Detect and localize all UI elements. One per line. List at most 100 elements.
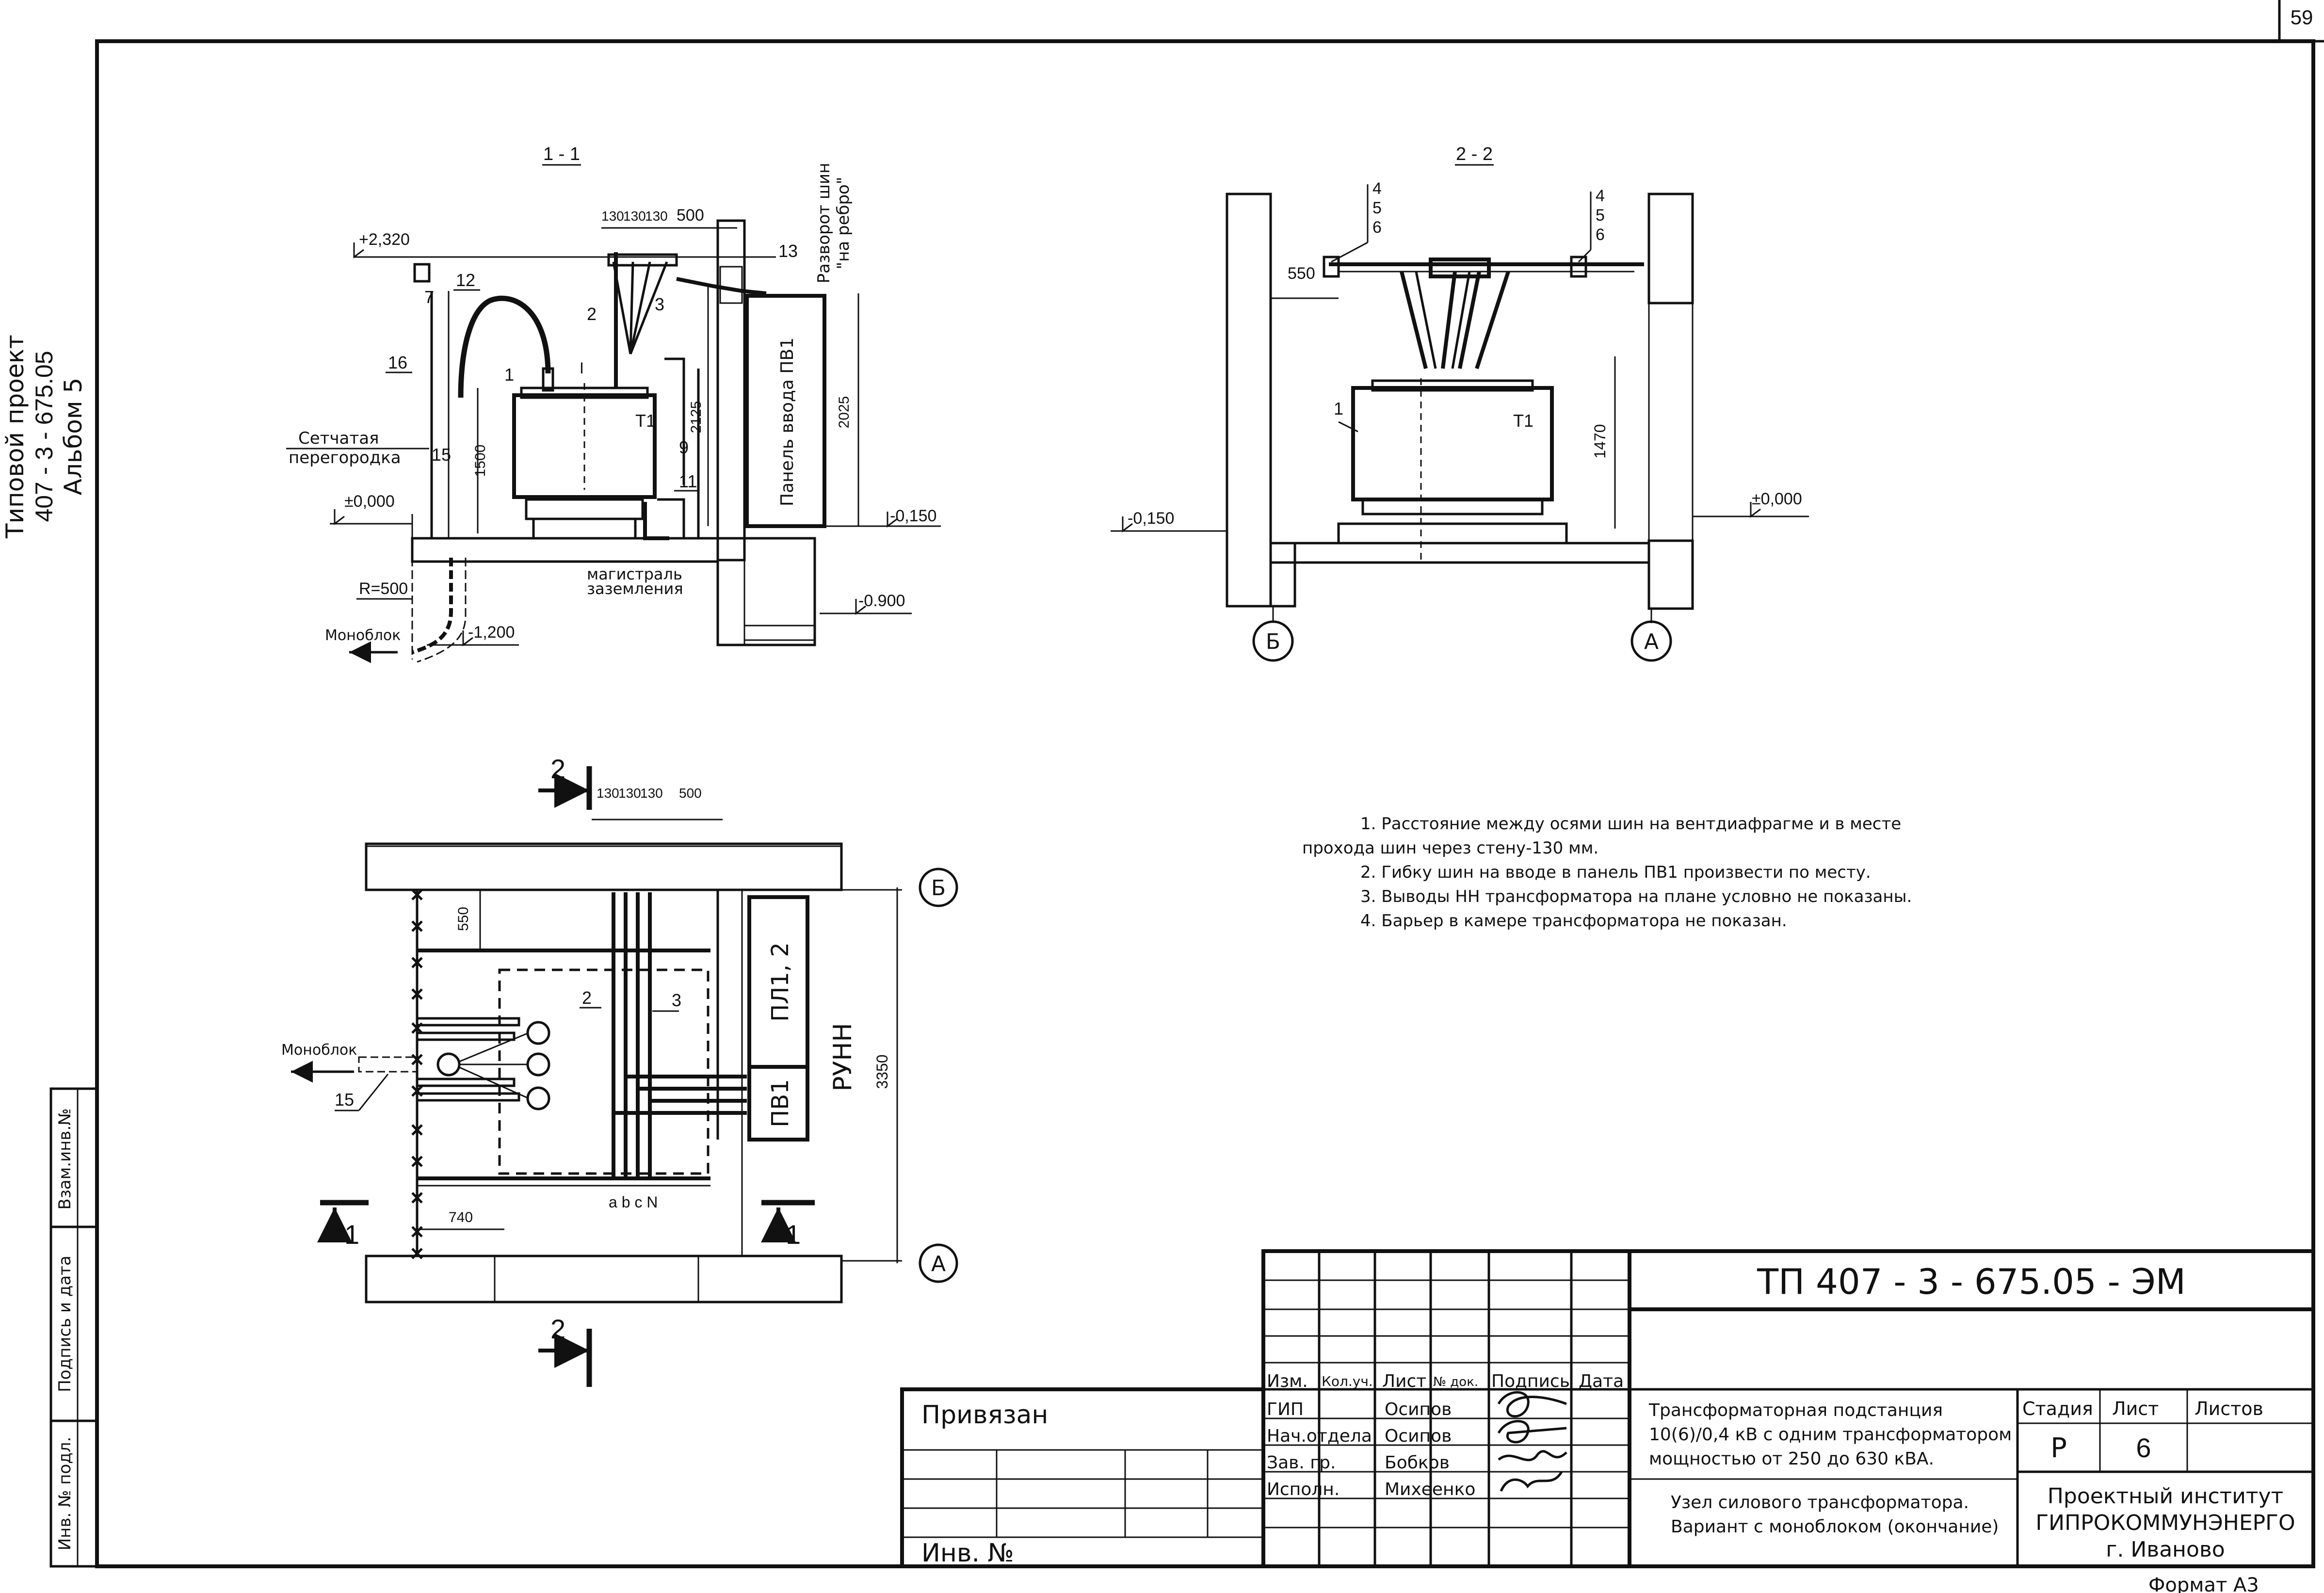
mesh-cross-mark xyxy=(411,920,423,932)
plan-dim-130-a: 130 xyxy=(597,786,619,801)
section-2-2-title: 2 - 2 xyxy=(1456,144,1493,164)
col-izm: Изм. xyxy=(1267,1371,1308,1391)
spine-box-inv: Инв. № подл. xyxy=(55,1437,75,1551)
name-0: Осипов xyxy=(1385,1400,1452,1419)
callout-4-left: 4 xyxy=(1372,179,1382,198)
elev-zero-2: ±0,000 xyxy=(1752,490,1802,508)
transformer-t1-label-2: T1 xyxy=(1513,411,1533,431)
elev-m1200: -1,200 xyxy=(468,623,515,642)
org-line-1: Проектный институт xyxy=(2048,1484,2283,1509)
spine-box-sign: Подпись и дата xyxy=(55,1255,75,1392)
mesh-cross-mark xyxy=(411,957,423,968)
callout-3-plan: 3 xyxy=(672,990,681,1010)
busbar-turn-2: "на ребро" xyxy=(834,177,853,269)
mesh-cross-mark xyxy=(411,988,423,1000)
role-2: Зав. гр. xyxy=(1267,1453,1336,1473)
callout-5-left: 5 xyxy=(1372,199,1382,217)
doc-code: ТП 407 - 3 - 675.05 - ЭМ xyxy=(1757,1261,2186,1302)
dim-3350: 3350 xyxy=(873,1054,891,1089)
mesh-cross-mark xyxy=(411,1192,423,1204)
plan-axis-b-bubble xyxy=(919,868,958,907)
callouts-left-456: 4 5 6 xyxy=(1331,179,1382,263)
role-3: Исполн. xyxy=(1267,1480,1340,1499)
mesh-crosses xyxy=(411,889,423,1259)
callout-6-left: 6 xyxy=(1372,218,1382,237)
spine-project: Типовой проект xyxy=(1,335,29,539)
busbar-turn-1: Разворот шин xyxy=(814,163,834,284)
name-3: Михеенко xyxy=(1385,1480,1475,1499)
col-koluch: Кол.уч. xyxy=(1322,1373,1373,1389)
axis-a-label-s2: А xyxy=(1644,629,1659,654)
callout-5-right: 5 xyxy=(1596,206,1605,225)
mesh-label-1: Сетчатая xyxy=(298,429,379,448)
spine: Типовой проект 407 - 3 - 675.05 Альбом 5… xyxy=(1,335,98,1568)
callout-1: 1 xyxy=(504,365,514,385)
monoblock-label-2: Моноблок xyxy=(281,1042,357,1059)
axis-b-label-plan: Б xyxy=(931,876,946,901)
elev-m0150-2: -0,150 xyxy=(1128,509,1174,528)
mesh-cross-mark xyxy=(411,889,423,901)
page-number: 59 xyxy=(2291,6,2313,29)
callout-2-plan: 2 xyxy=(582,988,592,1008)
monoblock-label-1: Моноблок xyxy=(325,627,401,644)
cut-1-right: 1 xyxy=(786,1219,801,1250)
plan-dim-500: 500 xyxy=(679,786,702,801)
plan-dim-130-c: 130 xyxy=(640,786,663,801)
axis-b-label-s2: Б xyxy=(1266,629,1280,654)
mesh-cross-mark xyxy=(411,1156,423,1167)
role-1: Нач.отдела xyxy=(1267,1426,1372,1446)
spine-box-replace: Взам.инв.№ xyxy=(55,1108,75,1209)
role-0: ГИП xyxy=(1267,1400,1304,1419)
mesh-label-2: перегородка xyxy=(289,448,401,467)
dim-130-b: 130 xyxy=(623,209,646,224)
elev-zero-1: ±0,000 xyxy=(344,492,395,511)
sheets-label: Листов xyxy=(2195,1398,2263,1419)
format-label: Формат А3 xyxy=(2148,1574,2259,1593)
spine-album: Альбом 5 xyxy=(59,378,87,495)
dim-130-c: 130 xyxy=(645,209,668,224)
callout-13: 13 xyxy=(778,241,798,261)
callout-16: 16 xyxy=(388,353,407,372)
elev-m0150-1: -0,150 xyxy=(890,507,936,525)
mesh-cross-mark xyxy=(411,1248,423,1259)
cut-1-left: 1 xyxy=(344,1219,359,1250)
section-1-1-title: 1 - 1 xyxy=(543,144,580,164)
cut-2-top: 2 xyxy=(550,754,565,784)
note-4: 4. Барьер в камере трансформатора не пок… xyxy=(1360,911,1787,931)
mesh-cross-mark xyxy=(411,1124,423,1136)
bound-label: Привязан xyxy=(921,1400,1048,1430)
callout-15: 15 xyxy=(432,445,451,465)
signatures xyxy=(1497,1391,1567,1492)
callout-12: 12 xyxy=(456,270,475,290)
sheet-frame xyxy=(95,0,2324,1568)
callout-15-plan: 15 xyxy=(335,1090,354,1110)
sheet-value: 6 xyxy=(2136,1432,2151,1463)
title-block: ТП 407 - 3 - 675.05 - ЭМ Привязан Инв. №… xyxy=(900,1249,2315,1568)
col-list: Лист xyxy=(1382,1371,1426,1391)
callout-7: 7 xyxy=(424,287,434,307)
plan-dim-130-b: 130 xyxy=(618,786,641,801)
name-1: Осипов xyxy=(1385,1426,1452,1446)
radius-label: R=500 xyxy=(359,579,408,598)
callout-9: 9 xyxy=(679,437,689,457)
phases-label: a b c N xyxy=(609,1193,658,1211)
callout-1-s2: 1 xyxy=(1334,399,1343,418)
panel-pl-label: ПЛ1, 2 xyxy=(767,942,794,1022)
cut-2-bottom: 2 xyxy=(550,1314,565,1344)
dim-2025: 2025 xyxy=(836,396,852,429)
mesh-cross-mark xyxy=(411,1226,423,1238)
callout-3: 3 xyxy=(655,294,664,314)
plan-dim-740: 740 xyxy=(449,1209,473,1225)
name-2: Бобков xyxy=(1385,1453,1450,1473)
dim-1470: 1470 xyxy=(1591,424,1609,458)
dim-2125: 2125 xyxy=(688,401,704,434)
elev-m0900: -0.900 xyxy=(858,592,905,610)
panel-pv-label: ПВ1 xyxy=(767,1079,794,1127)
inv-label: Инв. № xyxy=(921,1539,1014,1568)
dim-500-a: 500 xyxy=(677,206,704,225)
col-date: Дата xyxy=(1579,1371,1624,1391)
monoblock-pipes xyxy=(291,1017,550,1110)
callout-4-right: 4 xyxy=(1596,187,1605,205)
note-1-cont: прохода шин через стену-130 мм. xyxy=(1302,838,1598,858)
